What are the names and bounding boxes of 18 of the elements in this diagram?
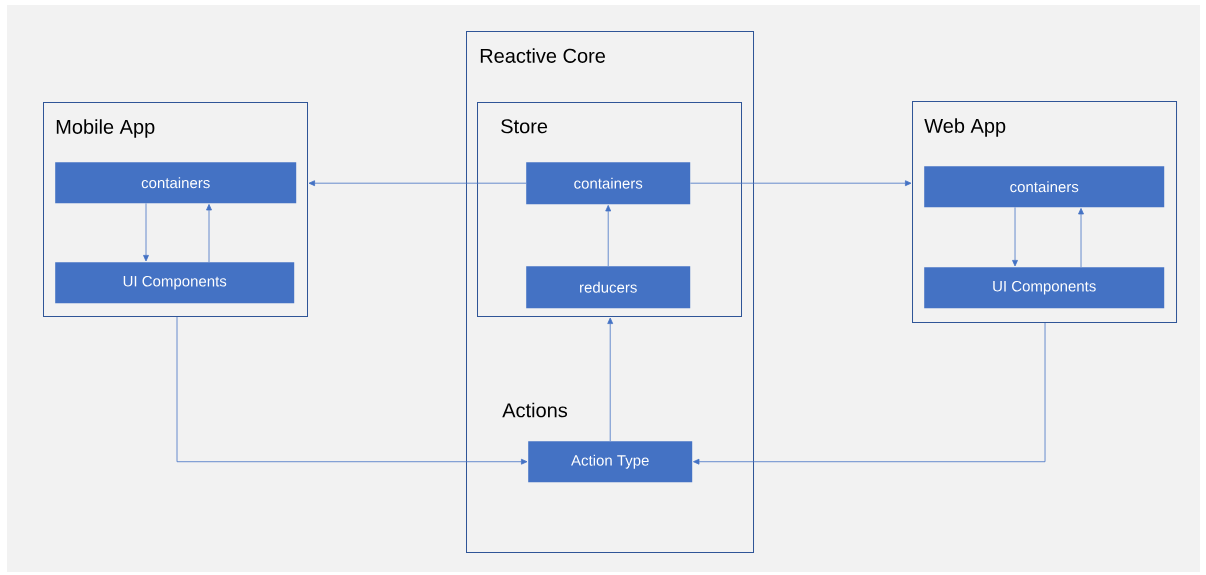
arrow xyxy=(308,180,527,187)
component-box: containers xyxy=(526,162,691,205)
component-box: containers xyxy=(924,166,1165,208)
arrow xyxy=(206,204,212,263)
component-box: reducers xyxy=(526,266,691,309)
arrow xyxy=(1012,207,1018,267)
component-box: containers xyxy=(55,162,297,204)
component-box: Action Type xyxy=(528,441,693,483)
arrow xyxy=(690,180,912,187)
arrow xyxy=(607,317,614,442)
component-box: UI Components xyxy=(55,262,295,304)
component-box: UI Components xyxy=(924,267,1165,309)
arrow xyxy=(605,205,612,267)
arrow xyxy=(1078,208,1084,268)
section-heading: Actions xyxy=(502,402,568,418)
arrow xyxy=(693,322,1046,465)
arrow xyxy=(143,203,149,262)
arrow xyxy=(176,316,528,465)
